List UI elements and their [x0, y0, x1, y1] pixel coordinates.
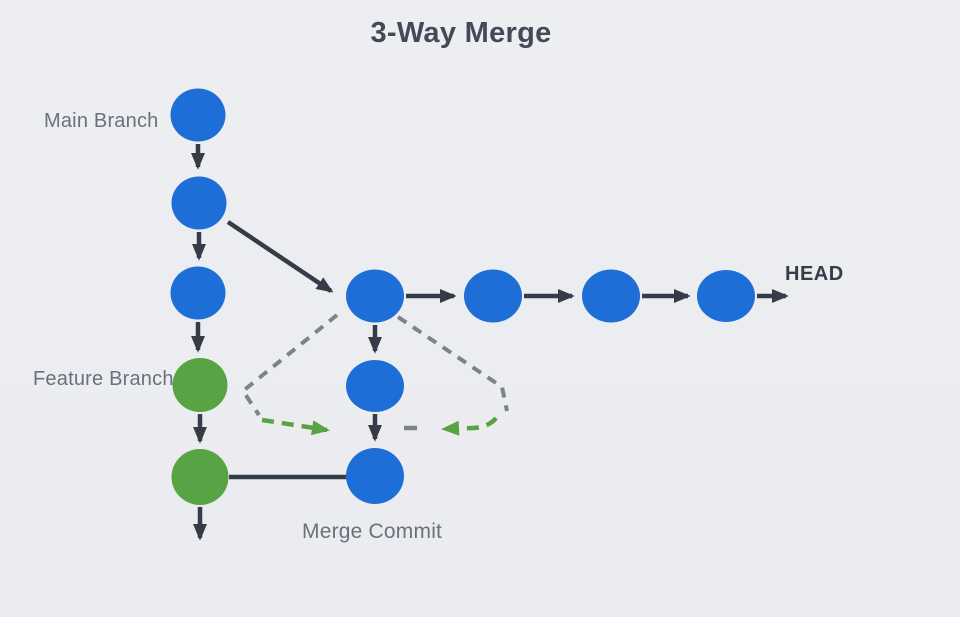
green-dashed-group	[261, 416, 498, 436]
page-title: 3-Way Merge	[370, 17, 552, 49]
commit-node-main-1	[170, 88, 226, 142]
dashed-green-right-arrow	[441, 416, 498, 436]
feature-branch-label: Feature Branch	[33, 368, 174, 390]
gray-dashed-group	[240, 313, 509, 417]
arrow-main2-mergebase-diagonal	[226, 220, 334, 293]
commit-node-feature-2	[171, 449, 229, 505]
commit-node-mid	[346, 360, 404, 412]
commit-node-row-3	[582, 269, 640, 323]
commit-node-merge-base	[346, 269, 404, 323]
commit-node-merge-commit	[346, 448, 404, 504]
commit-node-row-4-head	[697, 270, 755, 322]
solid-arrows-group	[191, 144, 789, 541]
dashed-gray-right-path	[396, 315, 509, 412]
dashed-green-left-arrow	[261, 417, 330, 436]
commit-nodes-group	[170, 88, 755, 505]
head-label: HEAD	[785, 263, 844, 285]
main-branch-label: Main Branch	[44, 110, 159, 132]
commit-node-row-2	[464, 269, 522, 323]
commit-node-main-3	[170, 266, 226, 320]
commit-node-feature-1	[172, 358, 228, 412]
commit-node-main-2	[171, 176, 227, 230]
dashed-gray-left-path	[240, 313, 339, 417]
merge-commit-label: Merge Commit	[302, 520, 443, 543]
